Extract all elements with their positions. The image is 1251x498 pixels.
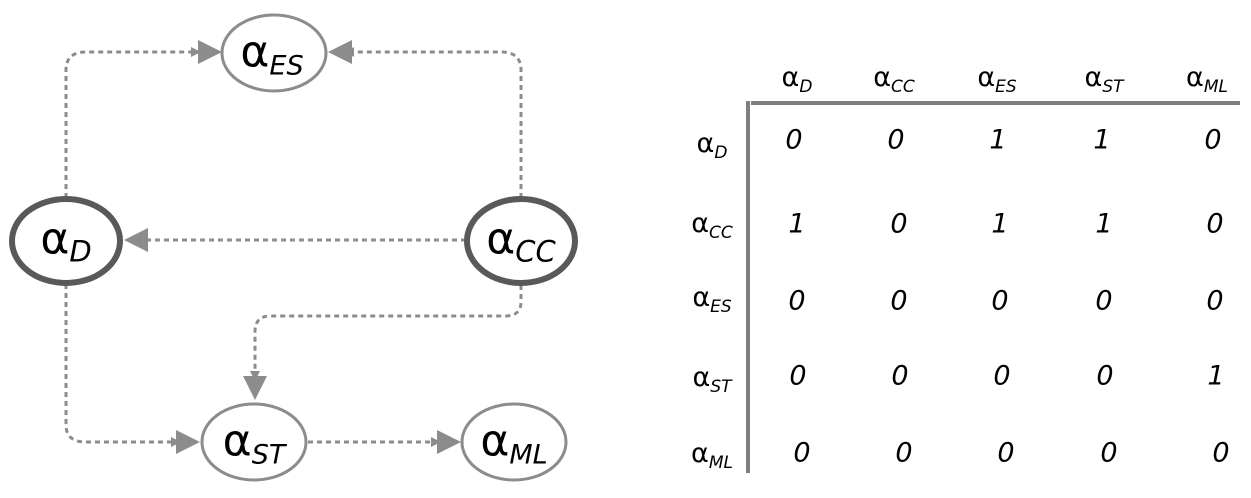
node-cc (464, 196, 578, 286)
node-d-label: αD (40, 213, 92, 269)
matrix-cell: 0 (1100, 437, 1118, 469)
node-st (200, 402, 308, 482)
arrow-cc-to-es (328, 40, 352, 64)
arrow-cc-to-st (243, 376, 267, 400)
matrix-cell: 0 (887, 124, 905, 156)
arrow-d-to-es (198, 40, 222, 64)
node-cc-label: αCC (486, 213, 556, 269)
matrix-cell: 0 (991, 285, 1009, 317)
matrix-cell: 0 (1095, 285, 1113, 317)
matrix-cell: 0 (890, 208, 908, 240)
node-ml (460, 402, 568, 482)
matrix-cell: 0 (891, 360, 909, 392)
matrix-cell: 0 (895, 437, 913, 469)
matrix-cell: 0 (789, 360, 807, 392)
matrix-col-header: αD (781, 62, 813, 97)
edge-d-to-st (64, 284, 181, 447)
node-st-label: αST (222, 415, 286, 471)
matrix-cell: 0 (785, 124, 803, 156)
matrix-left-axis (746, 101, 750, 473)
matrix-cell: 0 (1096, 360, 1114, 392)
matrix-cell: 0 (1204, 124, 1222, 156)
matrix-cell: 1 (989, 124, 1007, 156)
matrix-cell: 0 (890, 285, 908, 317)
matrix-cell: 1 (1095, 208, 1113, 240)
matrix-cell: 1 (1093, 124, 1111, 156)
edge-d-to-es (64, 47, 201, 198)
matrix-cell: 0 (993, 360, 1011, 392)
matrix-cell: 0 (788, 285, 806, 317)
matrix-cell: 0 (997, 437, 1015, 469)
matrix-cell: 0 (1206, 208, 1224, 240)
node-d (9, 196, 123, 286)
matrix-row-header: αCC (691, 208, 733, 243)
matrix-row-header: αST (692, 362, 732, 397)
matrix-col-header: αCC (873, 62, 915, 97)
matrix-row-header: αD (696, 128, 728, 163)
edge-cc-to-es (344, 47, 523, 198)
matrix-cell: 0 (1206, 285, 1224, 317)
matrix-col-header: αML (1186, 62, 1228, 97)
matrix-cell: 0 (793, 437, 811, 469)
matrix-row-header: αES (692, 282, 732, 317)
matrix-cell: 1 (1207, 360, 1225, 392)
matrix-top-axis (751, 101, 1240, 105)
matrix-cell: 1 (991, 208, 1009, 240)
matrix-col-header: αST (1084, 62, 1124, 97)
arrow-st-to-ml (437, 430, 461, 454)
node-es-label: αES (240, 26, 304, 82)
node-ml-label: αML (480, 415, 548, 471)
matrix-row-header: αML (691, 438, 733, 473)
node-es (220, 13, 328, 93)
arrow-cc-to-d (124, 228, 148, 252)
matrix-col-header: αES (977, 62, 1017, 97)
dependency-graph (9, 13, 578, 482)
arrow-d-to-st (176, 430, 200, 454)
matrix-cell: 0 (1212, 437, 1230, 469)
matrix-cell: 1 (788, 208, 806, 240)
edge-cc-to-st (250, 285, 523, 381)
